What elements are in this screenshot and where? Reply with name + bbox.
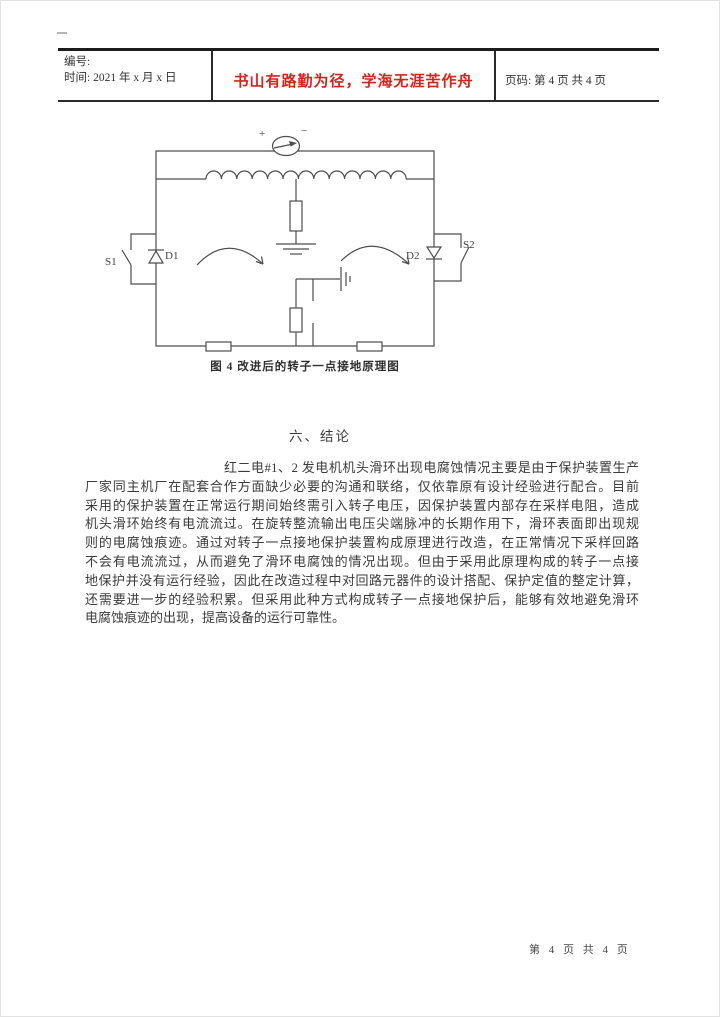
current-arrow-left-icon (196, 247, 264, 266)
page-number-info: 页码: 第 4 页 共 4 页 (505, 74, 606, 87)
header-cell-motto: 书山有路勤为径，学海无涯苦作舟 (213, 51, 496, 100)
doc-number-label: 编号: (64, 56, 91, 68)
diode-d2-icon (425, 246, 443, 260)
ground-symbol-icon (276, 243, 316, 255)
paragraph-line: 不会有电流流过，从而避免了滑环电腐蚀的情况出现。但由于采用此原理构成的转子一点接 (85, 553, 639, 569)
paragraph-line: 电腐蚀痕迹的出现，提高设备的运行可靠性。 (85, 610, 346, 626)
bottom-resistor-right-icon (356, 341, 383, 352)
source-arrow-head (289, 141, 297, 147)
document-header-table: 编号: 时间: 2021 年 x 月 x 日 书山有路勤为径，学海无涯苦作舟 页… (58, 48, 659, 102)
sampling-resistor-icon (289, 307, 303, 333)
rotor-winding-coil-icon (205, 170, 407, 180)
paragraph-line: 则的电腐蚀痕迹。通过对转子一点接地保护装置构成原理进行改造，在正常情况下采样回路 (85, 535, 639, 551)
paragraph-line: 采用的保护装置在正常运行期间始终需引入转子电压，因保护装置内部存在采样电阻，造成 (85, 497, 639, 513)
header-cell-meta: 编号: 时间: 2021 年 x 月 x 日 (58, 51, 213, 100)
doc-date-line: 时间: 2021 年 x 月 x 日 (64, 72, 177, 84)
paragraph-line: 机头滑环始终有电流流过。在旋转整流输出电压尖端脉冲的长期作用下，滑环表面即出现规 (85, 516, 639, 532)
bottom-resistor-left-icon (205, 341, 232, 352)
d2-label: D2 (406, 250, 419, 262)
conclusion-paragraph: 红二电#1、2 发电机机头滑环出现电腐蚀情况主要是由于保护装置生产 厂家同主机厂… (85, 459, 639, 628)
side-ground-symbol-icon (340, 267, 351, 291)
scan-artifact-dash (57, 32, 67, 34)
motto-text: 书山有路勤为径，学海无涯苦作舟 (233, 74, 474, 90)
circuit-diagram: + − S1 D1 D2 S2 (105, 125, 475, 352)
section-heading: 六、结论 (289, 429, 351, 444)
paragraph-line: 厂家同主机厂在配套合作方面缺少必要的沟通和联络，仅依靠原有设计经验进行配合。目前 (85, 478, 639, 494)
minus-label: − (301, 125, 307, 137)
switch-s2-icon (434, 233, 470, 282)
source-arrow-shaft (273, 143, 294, 149)
d1-label: D1 (165, 250, 178, 262)
paragraph-line: 地保护并没有运行经验，因此在改造过程中对回路元器件的设计搭配、保护定值的整定计算… (85, 572, 639, 588)
current-arrow-right-icon (340, 245, 410, 265)
plus-label: + (259, 128, 265, 140)
center-resistor-icon (289, 200, 303, 232)
paragraph-line: 还需要进一步的经验积累。但采用此种方式构成转子一点接地保护后，能够有效地避免滑环 (85, 591, 639, 607)
diode-d1-icon (147, 249, 165, 264)
paragraph-line: 红二电#1、2 发电机机头滑环出现电腐蚀情况主要是由于保护装置生产 (224, 460, 639, 475)
figure-caption: 图 4 改进后的转子一点接地原理图 (210, 361, 400, 373)
switch-s1-icon (121, 233, 156, 285)
footer-page-number: 第 4 页 共 4 页 (529, 944, 631, 956)
header-cell-page: 页码: 第 4 页 共 4 页 (496, 51, 659, 100)
s1-label: S1 (105, 256, 117, 268)
circuit-outer-loop (155, 150, 435, 347)
s2-label: S2 (463, 239, 475, 251)
